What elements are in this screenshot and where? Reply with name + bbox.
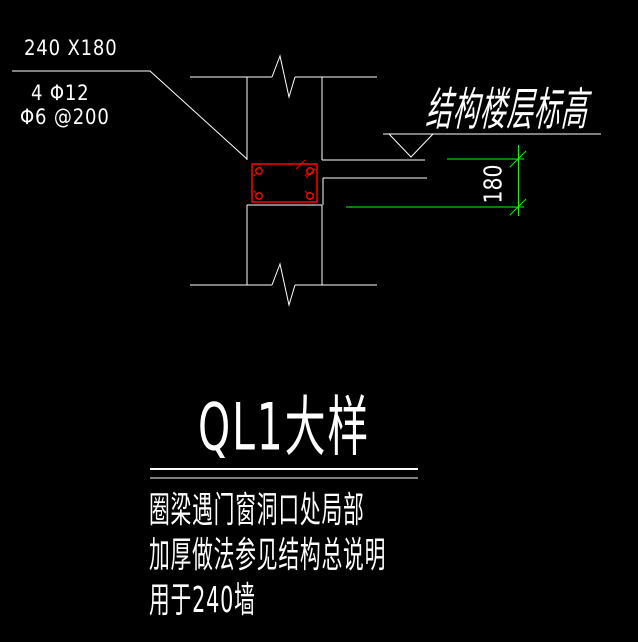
stirrup-label: Φ6 @200 [20,106,110,130]
rebar-dot [306,192,314,200]
dimension-tick [509,150,527,168]
rebar-dot [306,167,314,175]
stirrup-lap-tick [305,168,316,179]
elevation-label: 结构楼层标高 [422,82,597,137]
rebar-hook [304,190,309,195]
note-line: 用于240墙 [149,580,256,621]
stirrup-lap-tick [295,159,306,170]
note-line: 圈梁遇门窗洞口处局部 [149,490,365,532]
beam-section [251,159,318,203]
rebar-hook [253,172,258,177]
rebar-dot [255,192,263,200]
rebar-dot [255,167,263,175]
rebar-hook [304,172,309,177]
wall-upper-outline [190,54,377,160]
dimension-value: 180 [478,164,508,204]
beam-size-label: 240 X180 [24,37,118,61]
beam-outline [251,163,318,203]
drawing-title: QL1大样 [198,390,371,466]
wall-lower-outline [190,204,377,307]
break-symbol-top [271,54,296,99]
dimension-lines [346,145,527,216]
dimension-tick [509,198,527,216]
title-underline [150,468,418,479]
callout-leader-line [12,70,248,160]
rebar-hook [253,190,258,195]
main-rebar-label: 4 Φ12 [31,82,90,106]
break-symbol-bottom [271,262,296,307]
floor-slab-lines [322,159,427,205]
elevation-marker [383,133,601,158]
note-line: 加厚做法参见结构总说明 [149,535,387,577]
notes-block: 圈梁遇门窗洞口处局部 加厚做法参见结构总说明 用于240墙 [149,489,386,624]
